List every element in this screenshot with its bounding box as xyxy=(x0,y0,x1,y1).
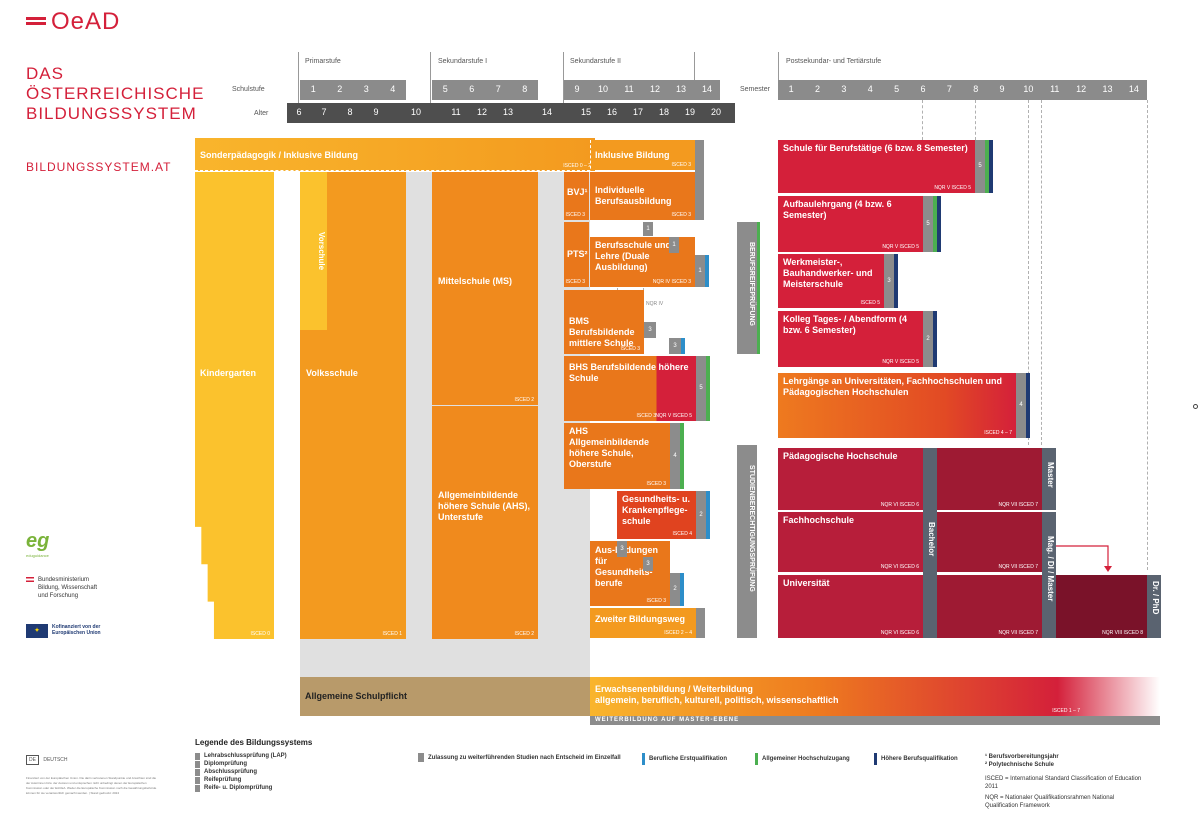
bvj-block[interactable]: BVJ¹ ISCED 3 xyxy=(564,172,589,220)
universitaet-block[interactable]: Universität NQR VI ISCED 6 xyxy=(778,575,923,638)
werkmeisterschule-block[interactable]: Werkmeister-, Bauhandwerker- und Meister… xyxy=(778,254,884,308)
logo-text: OeAD xyxy=(51,8,121,35)
lehrgaenge-block[interactable]: Lehrgänge an Universitäten, Fachhochschu… xyxy=(778,373,1016,438)
stage-post: Postsekundar- und Tertiärstufe xyxy=(786,58,882,65)
bachelor-bar[interactable]: Bachelor xyxy=(923,448,937,638)
stage-sek1: Sekundarstufe I xyxy=(438,58,488,65)
label-semester: Semester xyxy=(740,86,770,93)
doktorat-block[interactable]: NQR VIII ISCED 8 xyxy=(1056,575,1147,638)
ahs-unterstufe-block[interactable]: Allgemeinbildende höhere Schule (AHS), U… xyxy=(432,406,538,639)
stage-primar: Primarstufe xyxy=(305,58,341,65)
eu-flag-icon: ✦ xyxy=(26,624,48,638)
site-url[interactable]: BILDUNGSSYSTEM.AT xyxy=(26,160,172,174)
uni-master-block[interactable]: NQR VII ISCED 7 xyxy=(937,575,1042,638)
eg-logo: eg eduguidance xyxy=(26,530,50,558)
weiterbildung-master-band[interactable]: WEITERBILDUNG AUF MASTER-EBENE xyxy=(590,716,1160,725)
sonderpaedagogik-band[interactable]: Sonderpädagogik / Inklusive Bildung ISCE… xyxy=(195,138,595,171)
page-title: DAS ÖSTERREICHISCHE BILDUNGSSYSTEM xyxy=(26,64,205,123)
individuelle-berufsausbildung-block[interactable]: Individuelle Berufsausbildung ISCED 3 xyxy=(590,172,695,220)
austria-flag-icon xyxy=(26,577,34,582)
logo-flag-icon xyxy=(26,17,46,20)
mittelschule-block[interactable]: Mittelschule (MS) ISCED 2 xyxy=(432,172,538,405)
aufbaulehrgang-block[interactable]: Aufbaulehrgang (4 bzw. 6 Semester) NQR V… xyxy=(778,196,923,252)
gesundheit-krankenpflege-block[interactable]: Gesundheits- u. Krankenpflege-schule ISC… xyxy=(617,491,696,539)
oead-logo: OeAD xyxy=(26,9,126,37)
footer-disclaimer: Finanziert von der Europäischen Union. D… xyxy=(26,776,157,795)
legend-berufliche: Berufliche Erstqualifikation xyxy=(642,753,727,765)
kolleg-block[interactable]: Kolleg Tages- / Abendform (4 bzw. 6 Seme… xyxy=(778,311,923,367)
label-schulstufe: Schulstufe xyxy=(232,86,265,93)
berufsreifepruefung-bar[interactable]: BERUFSREIFEPRÜFUNG xyxy=(737,222,757,354)
berufsschule-lehre-block[interactable]: Berufsschule und Lehre (Duale Ausbildung… xyxy=(590,237,695,287)
ministry-logo: Bundesministerium Bildung, Wissenschaft … xyxy=(26,576,97,600)
schulpflicht-block[interactable]: Allgemeine Schulpflicht xyxy=(300,677,590,716)
master-bar[interactable]: Master xyxy=(1042,448,1056,510)
eu-logo: ✦ Kofinanziert von der Europäischen Unio… xyxy=(26,624,101,638)
dr-phd-bar[interactable]: Dr. / PhD xyxy=(1147,575,1161,638)
legend-hoehere: Höhere Berufsqualifikation xyxy=(874,753,958,765)
studienberechtigungspruefung-bar[interactable]: STUDIENBERECHTIGUNGSPRÜFUNG xyxy=(737,445,757,638)
erwachsenenbildung-band[interactable]: Erwachsenenbildung / Weiterbildung allge… xyxy=(590,677,1160,716)
vorschule-block[interactable]: Vorschule xyxy=(300,172,327,330)
legend-footnotes: ¹ Berufsvorbereitungsjahr ² Polytechnisc… xyxy=(985,754,1142,809)
legend-list: Lehrabschlussprüfung (LAP) Diplomprüfung… xyxy=(195,752,287,792)
nqr-iv-label: NQR IV xyxy=(646,301,664,307)
legend-title: Legende des Bildungssystems xyxy=(195,738,313,747)
bms-block[interactable]: BMS Berufsbildende mittlere Schule ISCED… xyxy=(564,290,644,354)
zweiter-bildungsweg-block[interactable]: Zweiter Bildungsweg ISCED 2 – 4 xyxy=(590,608,696,638)
mag-di-master-bar[interactable]: Mag. / DI / Master xyxy=(1042,512,1056,638)
bhs-block[interactable]: BHS Berufsbildende höhere Schule ISCED 3… xyxy=(564,356,696,421)
master-to-doctorate-arrow-icon xyxy=(1056,545,1112,572)
fachhochschule-block[interactable]: Fachhochschule NQR VI ISCED 6 xyxy=(778,512,923,572)
navigation-dot-icon[interactable] xyxy=(1193,404,1198,409)
label-alter: Alter xyxy=(254,110,269,117)
legend-hochschulzugang: Allgemeiner Hochschulzugang xyxy=(755,753,850,765)
ausbildungen-gesundheitsberufe-block[interactable]: Aus-bildungen für Gesundheits-berufe ISC… xyxy=(590,541,670,606)
ph-master-block[interactable]: NQR VII ISCED 7 xyxy=(937,448,1042,510)
legend-zulassung: Zulassung zu weiterführenden Studien nac… xyxy=(418,753,621,762)
schule-fuer-berufstaetige-block[interactable]: Schule für Berufstätige (6 bzw. 8 Semest… xyxy=(778,140,975,193)
kindergarten-block[interactable]: Kindergarten ISCED 0 xyxy=(195,172,274,639)
pts-block[interactable]: PTS² ISCED 3 xyxy=(564,222,589,287)
inklusive-bildung-block[interactable]: Inklusive Bildung ISCED 3 xyxy=(590,140,695,170)
paedagogische-hochschule-block[interactable]: Pädagogische Hochschule NQR VI ISCED 6 xyxy=(778,448,923,510)
ahs-oberstufe-block[interactable]: AHS Allgemeinbildende höhere Schule, Obe… xyxy=(564,423,670,489)
language-badge[interactable]: DE DEUTSCH xyxy=(26,755,68,765)
stage-sek2: Sekundarstufe II xyxy=(570,58,621,65)
fh-master-block[interactable]: NQR VII ISCED 7 xyxy=(937,512,1042,572)
